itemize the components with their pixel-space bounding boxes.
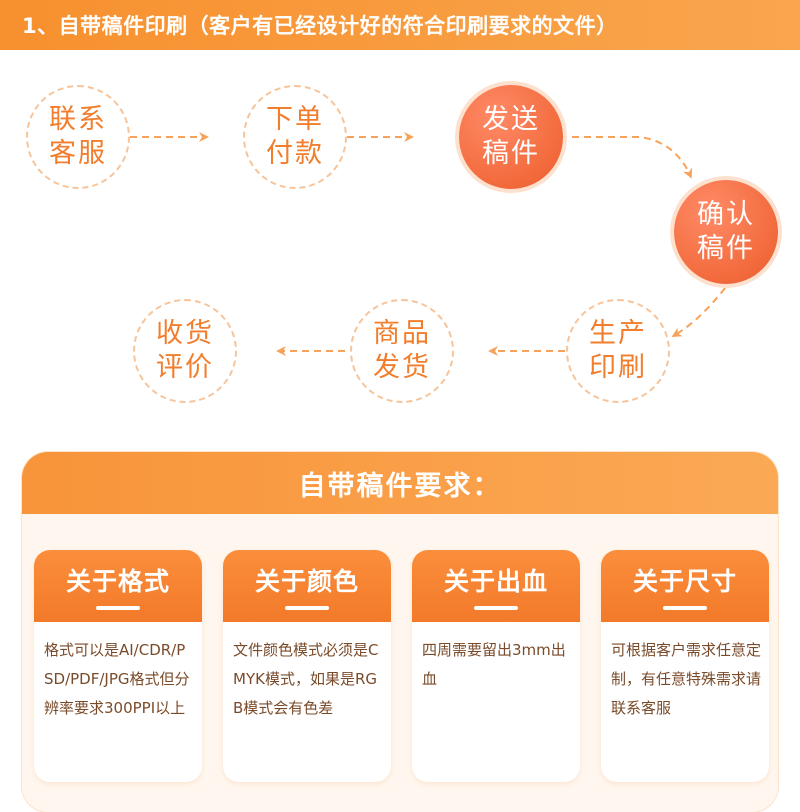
card-size-header: 关于尺寸	[601, 550, 769, 622]
section-title: 1、自带稿件印刷（客户有已经设计好的符合印刷要求的文件）	[22, 14, 618, 38]
card-format-header: 关于格式	[34, 550, 202, 622]
flow-connectors	[130, 132, 726, 356]
card-underline	[474, 606, 518, 610]
card-color: 关于颜色 文件颜色模式必须是CMYK模式，如果是RGB模式会有色差	[223, 550, 391, 782]
flow-step-contact: 联系客服	[26, 85, 130, 189]
card-underline	[96, 606, 140, 610]
connector-3	[560, 136, 693, 179]
card-underline	[285, 606, 329, 610]
flow-step-confirm: 确认稿件	[674, 180, 778, 284]
card-format: 关于格式 格式可以是AI/CDR/PSD/PDF/JPG格式但分辨率要求300P…	[34, 550, 202, 782]
card-format-title: 关于格式	[65, 567, 170, 596]
card-size-title: 关于尺寸	[632, 567, 737, 596]
requirements-title-bar: 自带稿件要求：	[22, 452, 778, 514]
flow-step-send: 发送稿件	[459, 85, 563, 189]
flow-step-produce: 生产印刷	[566, 299, 670, 403]
card-bleed-title: 关于出血	[443, 567, 548, 596]
card-format-body: 格式可以是AI/CDR/PSD/PDF/JPG格式但分辨率要求300PPI以上	[44, 641, 190, 717]
connector-4	[671, 287, 726, 338]
section-title-bar: 1、自带稿件印刷（客户有已经设计好的符合印刷要求的文件）	[0, 0, 800, 50]
card-color-body: 文件颜色模式必须是CMYK模式，如果是RGB模式会有色差	[233, 641, 379, 717]
requirements-panel: 自带稿件要求： 关于格式 格式可以是AI/CDR/PSD/PDF/JPG格式但分…	[22, 452, 778, 812]
card-size-body: 可根据客户需求任意定制，有任意特殊需求请联系客服	[611, 641, 762, 717]
card-underline	[663, 606, 707, 610]
card-size: 关于尺寸 可根据客户需求任意定制，有任意特殊需求请联系客服	[601, 550, 769, 782]
requirements-title: 自带稿件要求：	[298, 470, 502, 502]
card-color-title: 关于颜色	[254, 567, 359, 596]
flow-step-ship: 商品发货	[350, 299, 454, 403]
flow-step-order: 下单付款	[243, 85, 347, 189]
card-bleed-body: 四周需要留出3mm出血	[422, 641, 566, 688]
card-color-header: 关于颜色	[223, 550, 391, 622]
card-bleed: 关于出血 四周需要留出3mm出血	[412, 550, 580, 782]
flow-step-review: 收货评价	[133, 299, 237, 403]
card-bleed-header: 关于出血	[412, 550, 580, 622]
